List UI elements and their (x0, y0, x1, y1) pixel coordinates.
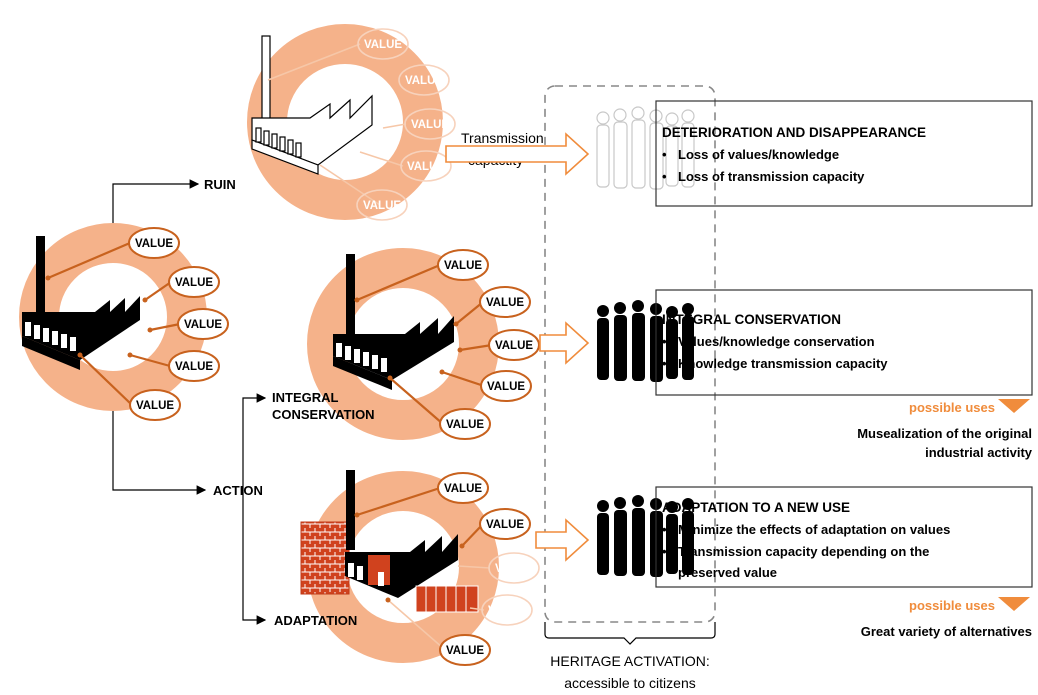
bottom-brace (544, 622, 716, 645)
box-adaptation-title: ADAPTATION TO A NEW USE (662, 500, 850, 515)
value-badge: VALUE (168, 266, 220, 298)
value-badge: VALUE (437, 472, 489, 504)
label-ruin: RUIN (204, 177, 236, 192)
box-integral-title: INTEGRAL CONSERVATION (662, 312, 841, 327)
source-factory-ring (19, 223, 207, 411)
svg-text:VALUE: VALUE (184, 319, 222, 331)
integral-factory-ring (307, 248, 499, 440)
box-adaptation: ADAPTATION TO A NEW USE • Minimize the e… (655, 486, 1033, 588)
svg-text:VALUE: VALUE (411, 119, 449, 131)
svg-text:VALUE: VALUE (407, 161, 445, 173)
box-item-bullet: • (662, 169, 667, 184)
heritage-activation-region (544, 85, 716, 623)
ruin-factory-ring (247, 24, 443, 220)
value-badge: VALUE (479, 286, 531, 318)
svg-text:VALUE: VALUE (446, 645, 484, 657)
people-silhouette-faded-icon (596, 106, 695, 190)
box-deterioration: DETERIORATION AND DISAPPEARANCE • Loss o… (655, 100, 1033, 207)
people-silhouette-icon (597, 300, 694, 382)
box-adaptation-item-3: preserved value (678, 565, 777, 580)
svg-text:VALUE: VALUE (488, 605, 526, 617)
svg-text:VALUE: VALUE (495, 340, 533, 352)
value-badge-faded: VALUE (356, 189, 408, 221)
ruin-factory-outline-icon (251, 35, 373, 175)
uses-adaptation-line: Great variety of alternatives (861, 624, 1032, 639)
value-badge: VALUE (488, 329, 540, 361)
label-integral-line2: CONSERVATION (272, 407, 375, 422)
svg-text:VALUE: VALUE (495, 563, 533, 575)
triangle-down-icon (998, 597, 1030, 611)
box-integral-item-2: Knowledge transmission capacity (678, 356, 888, 371)
label-integral-line1: INTEGRAL (272, 390, 339, 405)
value-badges: VALUE VALUE VALUE VALUE VALUE VALUE VALU… (128, 28, 540, 666)
value-badge-faded: VALUE (481, 594, 533, 626)
heritage-caption-line1: HERITAGE ACTIVATION: (550, 653, 709, 669)
box-item-bullet: • (662, 544, 667, 559)
uses-integral-line1: Musealization of the original (857, 426, 1032, 441)
transmission-line1: Transmission (461, 130, 544, 146)
value-badge: VALUE (479, 508, 531, 540)
factory-icon (333, 254, 454, 390)
svg-text:VALUE: VALUE (487, 381, 525, 393)
value-badge: VALUE (439, 408, 491, 440)
value-badge: VALUE (128, 227, 180, 259)
svg-text:VALUE: VALUE (175, 361, 213, 373)
value-badge: VALUE (177, 308, 229, 340)
svg-text:VALUE: VALUE (364, 39, 402, 51)
svg-text:VALUE: VALUE (136, 400, 174, 412)
box-item-bullet: • (662, 147, 667, 162)
box-deterioration-title: DETERIORATION AND DISAPPEARANCE (662, 125, 926, 140)
svg-text:VALUE: VALUE (363, 200, 401, 212)
adaptation-factory-ring (300, 470, 499, 663)
box-adaptation-item-1: Minimize the effects of adaptation on va… (678, 522, 950, 537)
svg-text:VALUE: VALUE (405, 75, 443, 87)
value-badge: VALUE (168, 350, 220, 382)
svg-text:VALUE: VALUE (446, 419, 484, 431)
svg-text:VALUE: VALUE (486, 519, 524, 531)
box-integral: INTEGRAL CONSERVATION • Values/knowledge… (655, 289, 1033, 396)
svg-text:VALUE: VALUE (444, 260, 482, 272)
box-integral-item-1: Values/knowledge conservation (678, 334, 875, 349)
box-deterioration-item-2: Loss of transmission capacity (678, 169, 865, 184)
value-badge-faded: VALUE (404, 108, 456, 140)
box-item-bullet: • (662, 522, 667, 537)
adapted-factory-icon (300, 470, 479, 613)
box-adaptation-item-2: Transmission capacity depending on the (678, 544, 929, 559)
uses-integral-line2: industrial activity (925, 445, 1033, 460)
box-item-bullet: • (662, 356, 667, 371)
svg-text:VALUE: VALUE (135, 238, 173, 250)
tree-connectors (112, 179, 267, 625)
value-badge: VALUE (437, 249, 489, 281)
possible-uses-label-integral: possible uses (909, 400, 995, 415)
box-deterioration-item-1: Loss of values/knowledge (678, 147, 839, 162)
value-badge-faded: VALUE (488, 552, 540, 584)
svg-text:VALUE: VALUE (444, 483, 482, 495)
possible-uses-label-adaptation: possible uses (909, 598, 995, 613)
triangle-down-icon (998, 399, 1030, 413)
box-item-bullet: • (662, 334, 667, 349)
value-badge-faded: VALUE (400, 150, 452, 182)
label-adaptation: ADAPTATION (274, 613, 357, 628)
heritage-caption-line2: accessible to citizens (564, 675, 696, 691)
value-badge-faded: VALUE (357, 28, 409, 60)
hollow-arrows (445, 132, 590, 562)
svg-text:VALUE: VALUE (486, 297, 524, 309)
svg-text:VALUE: VALUE (175, 277, 213, 289)
factory-icon (22, 236, 140, 370)
value-badge: VALUE (480, 370, 532, 402)
value-badge: VALUE (129, 389, 181, 421)
value-badge: VALUE (439, 634, 491, 666)
value-badge-faded: VALUE (398, 64, 450, 96)
label-action: ACTION (213, 483, 263, 498)
